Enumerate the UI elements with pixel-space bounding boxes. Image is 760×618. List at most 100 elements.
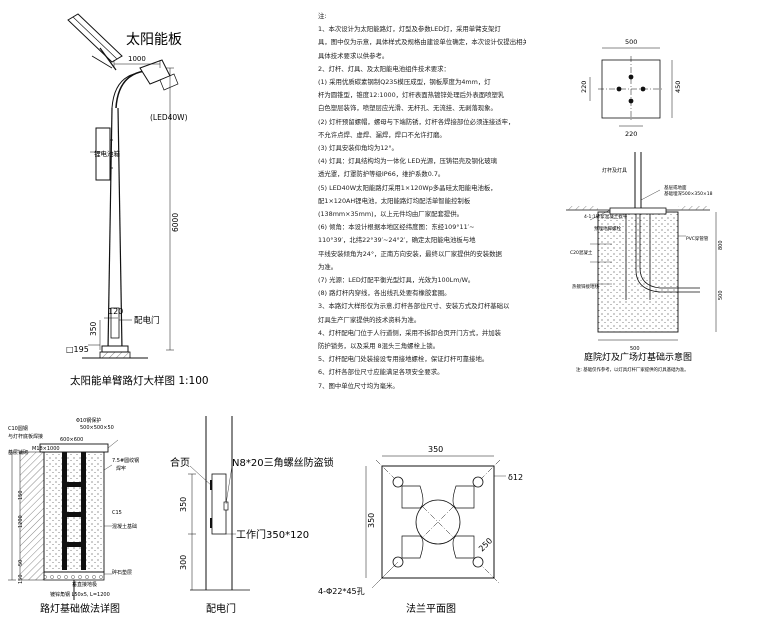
notes-line: 不允许点焊、虚焊、漏焊，焊口不允许打磨。 <box>318 130 446 139</box>
door-dim-lower: 300 <box>179 555 188 570</box>
foundation-top-view: 500 450 220 220 <box>580 38 682 138</box>
foundation-pvc-label: PVC穿管管 <box>686 235 709 242</box>
notes-line: 具体技术要求以供参考。 <box>318 51 389 60</box>
door-detail: 合页 N8*20三角螺丝防盗锁 工作门350*120 350 300 配电门 <box>170 416 334 615</box>
door-title: 配电门 <box>206 602 236 615</box>
foundation-ground-label: 基层或地面 <box>664 184 687 191</box>
detail-label-12: 垂直接地极 <box>72 581 97 588</box>
battery-box <box>95 127 111 181</box>
detail-label-13: 镀锌角钢 L50x5, L=1200 <box>50 591 110 598</box>
foundation-right-dim-2: 500 <box>718 290 724 300</box>
flange-plan: 350 350 δ12 250 4-Φ22*45孔 法兰平面图 <box>318 445 523 615</box>
detail-dim-2: 50 <box>18 560 24 566</box>
square-label: □195 <box>66 345 89 354</box>
base-dim: 350 <box>89 321 98 336</box>
notes-line: (1) 采用优质碳素钢制Q235模压成型，钢板厚度为4mm，灯 <box>318 78 491 87</box>
door-dim: 120 <box>108 307 123 316</box>
flange-title: 法兰平面图 <box>406 602 456 615</box>
detail-title: 路灯基础做法详图 <box>40 602 120 615</box>
door-hinge-label: 合页 <box>170 456 190 469</box>
notes-line: 4、灯杆配电门位于人行道侧，采用不拆卸合页开门方式，并加装 <box>318 328 502 337</box>
detail-dim-0: 1200 <box>18 515 24 528</box>
led-label: (LED40W) <box>150 113 188 122</box>
notes-line: (2) 灯杆预留螺帽，螺母与下端防锈，灯杆各焊接部位必须连接适牢， <box>318 117 515 126</box>
pole-door <box>110 307 120 339</box>
notes-line: 2、灯杆、灯具、及太阳能电池组件技术要求： <box>318 64 450 73</box>
flange-holes-label: 4-Φ22*45孔 <box>318 587 365 596</box>
detail-label-8: 基层铺砌 <box>8 449 28 456</box>
notes-line: 5、灯杆配电门处装接设专用接地螺栓，保证灯杆可靠接地。 <box>318 355 489 364</box>
foundation-bottom-dim: 500 <box>630 346 640 352</box>
notes-line: 平线安装倾角为24°，正南方向安装，最终以厂家提供的安装数据 <box>318 249 502 258</box>
arm-length-dim: 1000 <box>128 55 146 63</box>
door-label: 配电门 <box>134 315 160 326</box>
solar-panel-label: 太阳能板 <box>126 32 182 48</box>
detail-label-2: Φ10钢保护 <box>76 417 101 424</box>
flange-center-circle <box>415 499 461 545</box>
notes-line: 杆为圆锥型，锥度12:1000，灯杆表面热镀锌处理后外表面喷塑乳 <box>318 91 505 100</box>
detail-label-6: 7.5#圆纹钢 <box>112 457 139 464</box>
foundation-detail: C10圆钢 与灯杆底板焊接 Φ10钢保护 500×500×50 600×600 … <box>8 417 139 615</box>
height-dim: 6000 <box>171 213 180 232</box>
detail-label-9: C15 <box>112 510 122 516</box>
topview-height-dim: 450 <box>674 81 682 93</box>
topview-bottom-dim: 220 <box>625 130 637 138</box>
foundation-right-dim-1: 800 <box>718 240 724 250</box>
door-lock-label: N8*20三角螺丝防盗锁 <box>232 456 334 469</box>
detail-label-5: M18×1000 <box>32 446 60 452</box>
foundation-pole-label: 灯杆及灯具 <box>602 167 627 174</box>
notes-line: 防护锁务，以及采用 8混头三角螺栓上锁。 <box>318 342 440 351</box>
notes-lines: 1、本次设计为太阳能路灯，灯型及参数LED灯，采用单臂支架灯具，图中仅为示意，具… <box>318 23 526 393</box>
notes-line: 透光罩，灯罩防护等级IP66，维护系数0.7。 <box>318 170 445 179</box>
foundation-note: 注: 基础仅作参考，以灯具灯杆厂家提供的灯具基础为准。 <box>576 366 689 373</box>
notes-line: 配1×120AH锂电池，太阳能路灯均配活单智能控制板 <box>318 196 471 205</box>
notes-line: (138mm×35mm)，以上元件均由厂家配套提供。 <box>318 210 464 219</box>
notes-line: (5) LED40W太阳能路灯采用1×120Wp多晶硅太阳能电池板， <box>318 183 497 192</box>
notes-line: 7、图中单位尺寸均为毫米。 <box>318 381 399 390</box>
detail-label-10: 混凝土基础 <box>112 523 137 530</box>
foundation-section: 灯杆及灯具 基层或地面 基础埋深500×350×18 4-1:1砂浆混凝土找平 … <box>566 152 724 373</box>
detail-label-3: 500×500×50 <box>80 425 114 431</box>
notes-line: (3) 灯具安装仰角均为12°。 <box>318 144 398 153</box>
flange-thickness: δ12 <box>508 473 523 482</box>
concrete-block <box>597 211 679 333</box>
notes-line: (4) 灯具：灯具结构均为一体化 LED光源，压铸铝壳及钢化玻璃 <box>318 157 498 166</box>
notes-heading: 注: <box>318 12 327 20</box>
pole-left-edge <box>107 107 113 351</box>
design-notes: 注: 1、本次设计为太阳能路灯，灯型及参数LED灯，采用单臂支架灯具，图中仅为示… <box>318 10 526 393</box>
notes-line: 具，图中仅为示意，具体样式及规格由建设单位确定，本次设计仅提出相关 <box>318 38 526 47</box>
detail-label-1: 与灯杆底板焊接 <box>8 433 43 440</box>
door-dim-upper: 350 <box>179 497 188 512</box>
pole-right-edge <box>117 107 123 351</box>
detail-dim-3: 150 <box>18 574 24 584</box>
topview-side-dim: 220 <box>580 81 588 93</box>
flange-width-dim: 350 <box>428 445 443 454</box>
notes-line: 1、本次设计为太阳能路灯，灯型及参数LED灯，采用单臂支架灯 <box>318 25 501 34</box>
notes-line: 灯具生产厂家提供的技术资料为准。 <box>318 315 421 324</box>
notes-line: (7) 光源：LED灯配平衡光型灯具，光效为100Lm/W。 <box>318 276 475 285</box>
topview-width-dim: 500 <box>625 38 637 46</box>
detail-label-11: 碎石垫层 <box>112 569 132 576</box>
notes-line: 3、本路灯大样形仅为示意,灯杆各部位尺寸、安装方式及灯杆基础以 <box>318 302 510 311</box>
door-size-label: 工作门350*120 <box>236 528 309 541</box>
notes-line: (8) 路灯杆内穿线，各出线孔处要有橡胶套圈。 <box>318 289 451 298</box>
flange-height-dim: 350 <box>367 513 376 528</box>
pole-title: 太阳能单臂路灯大样图 1:100 <box>70 374 209 387</box>
notes-line: 110°39′，北纬22°39′~24°2′，确定太阳能电池板与地 <box>318 236 476 245</box>
foundation-grout-label: 4-1:1砂浆混凝土找平 <box>584 213 628 220</box>
detail-label-7: 焊牢 <box>116 465 126 472</box>
battery-box-label: 锂电池箱 <box>94 149 121 158</box>
foundation-grounding-label: 热镀锌接地线 <box>572 283 599 290</box>
notes-line: 为准。 <box>318 262 338 271</box>
notes-line: 6、灯杆各部位尺寸应能满足各项安全要求。 <box>318 368 444 377</box>
foundation-concrete-label: C20混凝土 <box>570 249 593 256</box>
detail-dim-1: 150 <box>18 490 24 500</box>
foundation-dim-label: 基础埋深500×350×18 <box>664 190 713 197</box>
notes-line: 白色塑层装饰，喷塑层应光滑、无杆孔、无流挂、无剥落现象。 <box>318 104 497 113</box>
detail-label-0: C10圆钢 <box>8 425 28 432</box>
foundation-anchor-label: 预埋地脚螺栓 <box>594 225 621 232</box>
foundation-title: 庭院灯及广场灯基础示意图 <box>584 351 692 363</box>
notes-line: (6) 倾角：本设计根据本地区经纬度图：东经109°11′~ <box>318 223 475 232</box>
detail-label-4: 600×600 <box>60 437 83 443</box>
